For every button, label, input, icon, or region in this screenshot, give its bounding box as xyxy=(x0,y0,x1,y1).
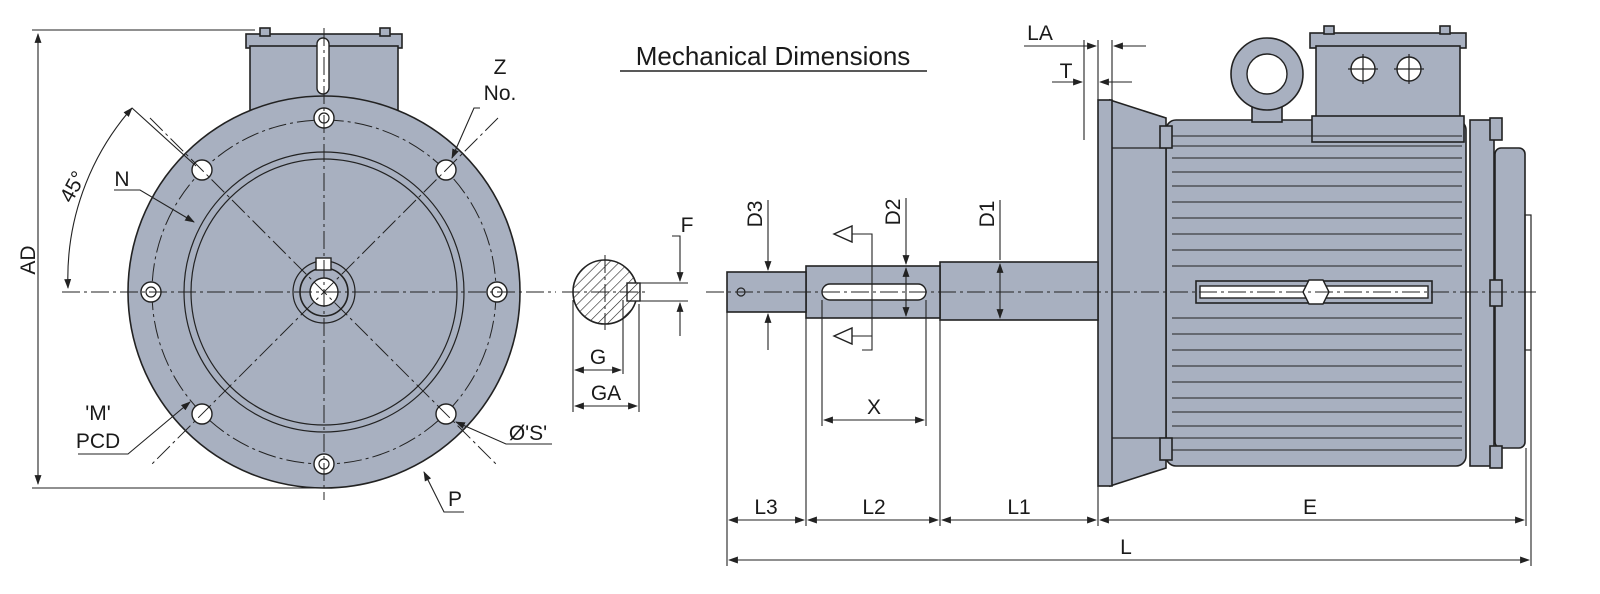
n-label: N xyxy=(114,168,129,191)
s-label: Ø'S' xyxy=(509,422,547,445)
g-label: G xyxy=(590,346,606,369)
l3-label: L3 xyxy=(754,496,777,519)
shaft-section-view: F G GA xyxy=(562,214,693,412)
end-shield-flange xyxy=(1109,98,1167,488)
d3-label: D3 xyxy=(744,201,767,228)
e-label: E xyxy=(1303,496,1317,519)
angle-label: 45° xyxy=(56,168,91,207)
t-label: T xyxy=(1060,60,1073,83)
shaft-section-d1 xyxy=(939,261,1099,321)
ad-label: AD xyxy=(17,245,40,274)
terminal-box-side xyxy=(1315,45,1461,121)
l1-label: L1 xyxy=(1007,496,1030,519)
l-label: L xyxy=(1120,536,1132,559)
la-label: LA xyxy=(1027,22,1053,45)
p-label: P xyxy=(448,488,462,511)
side-view: D3 D2 D1 X LA T L3 L2 xyxy=(706,22,1540,566)
l2-label: L2 xyxy=(862,496,885,519)
d2-label: D2 xyxy=(882,199,905,226)
flange-plate xyxy=(1097,99,1113,487)
d1-label: D1 xyxy=(976,201,999,228)
drawing-title: Mechanical Dimensions xyxy=(636,41,911,71)
ga-label: GA xyxy=(591,382,621,405)
m-label: 'M' xyxy=(85,402,111,425)
lifting-eye xyxy=(1230,37,1304,123)
pcd-label: PCD xyxy=(76,430,120,453)
shaft xyxy=(726,261,1099,321)
z-label: Z xyxy=(494,56,507,79)
f-label: F xyxy=(681,214,694,237)
cooling-fins xyxy=(1172,135,1462,451)
front-view: AD 45° N Z No. 'M' PCD Ø'S' P xyxy=(17,27,556,513)
z-no-label: No. xyxy=(484,82,517,105)
motor-body xyxy=(1097,25,1532,488)
x-label: X xyxy=(867,396,881,419)
